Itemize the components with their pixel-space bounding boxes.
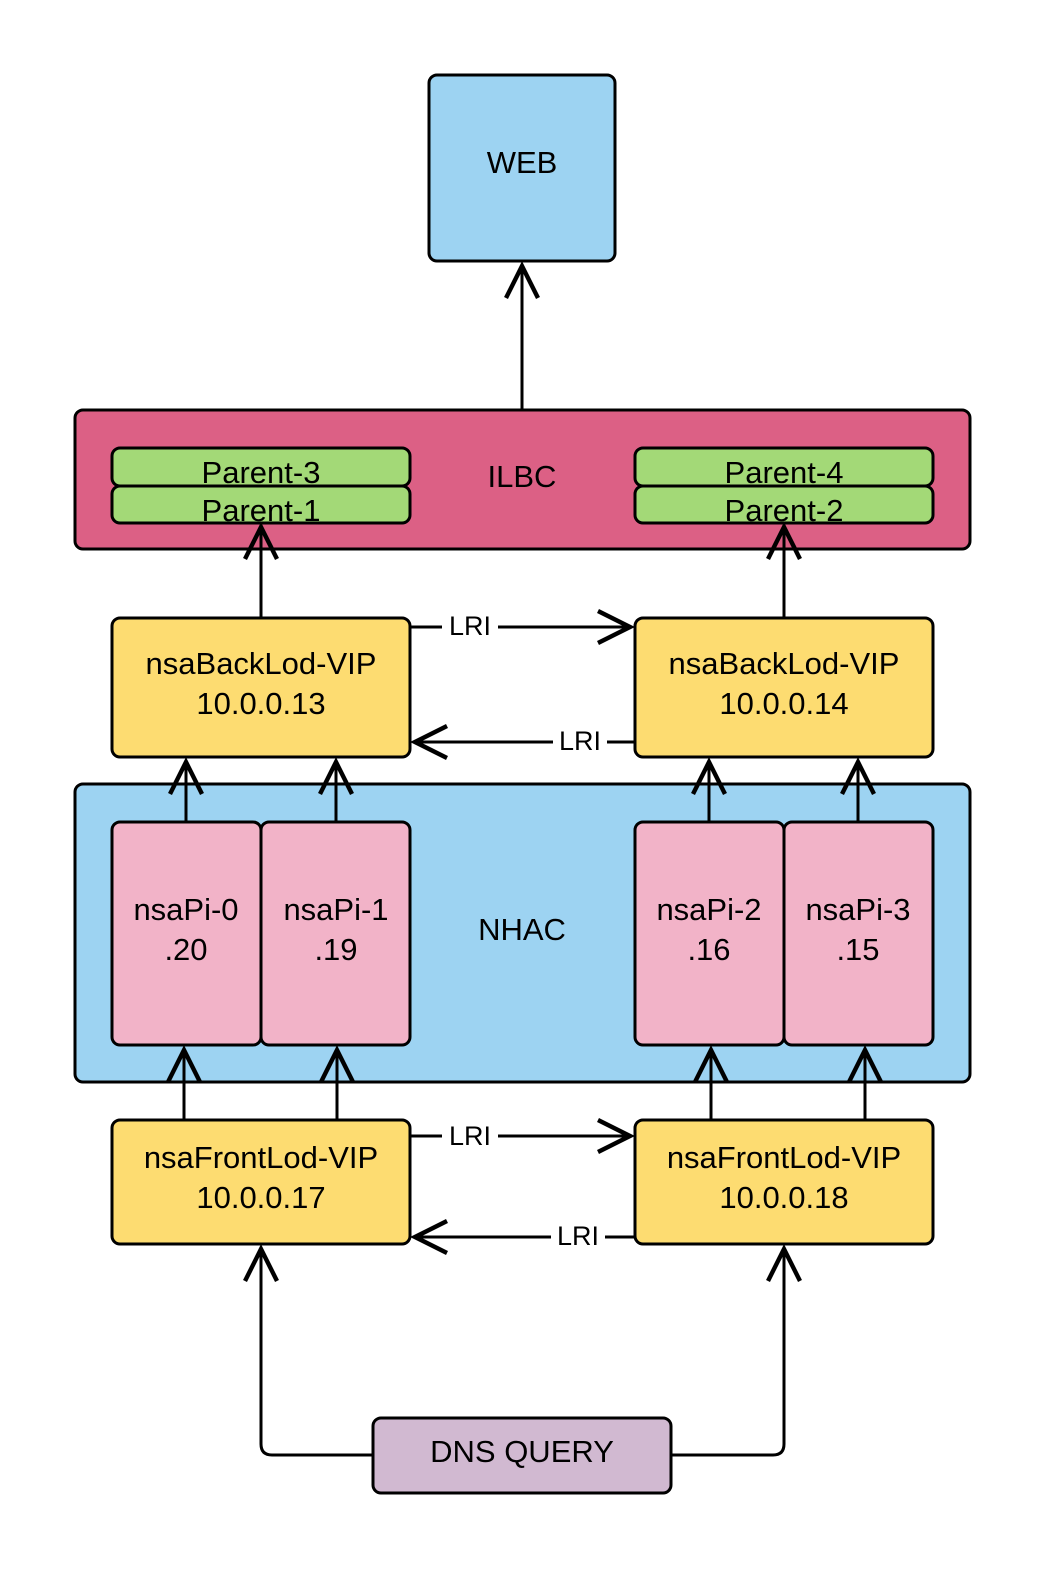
backlod-vip-1-ip: 10.0.0.13 xyxy=(196,686,325,721)
nsapi-1-ip: .19 xyxy=(314,932,357,967)
dns-query-label: DNS QUERY xyxy=(430,1434,614,1469)
parent-1-label: Parent-1 xyxy=(202,493,321,528)
backlod-vip-1-box xyxy=(110,616,412,759)
backlod-vip-2-ip: 10.0.0.14 xyxy=(719,686,848,721)
web-box xyxy=(427,73,617,263)
back-lri-forward-edge: LRI xyxy=(410,611,630,641)
front-lri-forward-label: LRI xyxy=(449,1121,491,1151)
parent-2-node: Parent-2 xyxy=(633,484,935,528)
web-label: WEB xyxy=(487,145,558,180)
frontlod-vip-1-ip: 10.0.0.17 xyxy=(196,1180,325,1215)
back-lri-backward-label: LRI xyxy=(559,726,601,756)
parent-4-label: Parent-4 xyxy=(725,455,844,490)
nsapi-0-ip: .20 xyxy=(164,932,207,967)
backlod-vip-2-node: nsaBackLod-VIP 10.0.0.14 xyxy=(633,616,935,759)
parent-3-label: Parent-3 xyxy=(202,455,321,490)
frontlod-vip-1-name: nsaFrontLod-VIP xyxy=(144,1140,378,1175)
nsapi-3-box xyxy=(782,820,935,1047)
frontlod-vip-2-box xyxy=(633,1118,935,1246)
nsapi-1-name: nsaPi-1 xyxy=(283,892,388,927)
backlod-vip-2-name: nsaBackLod-VIP xyxy=(669,646,900,681)
back-lri-backward-edge: LRI xyxy=(415,726,635,756)
nhac-label: NHAC xyxy=(478,912,566,947)
nsapi-2-name: nsaPi-2 xyxy=(656,892,761,927)
nsapi-0-name: nsaPi-0 xyxy=(133,892,238,927)
back-lri-forward-label: LRI xyxy=(449,611,491,641)
frontlod-vip-1-box xyxy=(110,1118,412,1246)
ilbc-label: ILBC xyxy=(488,459,557,494)
nsapi-0-node: nsaPi-0 .20 xyxy=(110,820,263,1047)
parent-1-node: Parent-1 xyxy=(110,484,412,528)
arrow-dns-to-front1 xyxy=(261,1249,373,1457)
dns-query-box xyxy=(371,1416,673,1495)
backlod-vip-2-box xyxy=(633,616,935,759)
nsapi-2-ip: .16 xyxy=(687,932,730,967)
nsapi-3-ip: .15 xyxy=(836,932,879,967)
frontlod-vip-2-name: nsaFrontLod-VIP xyxy=(667,1140,901,1175)
nsapi-2-node: nsaPi-2 .16 xyxy=(633,820,786,1047)
front-lri-backward-edge: LRI xyxy=(415,1221,635,1251)
backlod-vip-1-name: nsaBackLod-VIP xyxy=(146,646,377,681)
frontlod-vip-2-node: nsaFrontLod-VIP 10.0.0.18 xyxy=(633,1118,935,1246)
dns-query-node: DNS QUERY xyxy=(371,1416,673,1495)
web-node: WEB xyxy=(427,73,617,263)
parent-3-node: Parent-3 xyxy=(110,446,412,490)
parent-4-node: Parent-4 xyxy=(633,446,935,490)
front-lri-backward-label: LRI xyxy=(557,1221,599,1251)
nsapi-3-node: nsaPi-3 .15 xyxy=(782,820,935,1047)
parent-2-label: Parent-2 xyxy=(725,493,844,528)
nsapi-1-box xyxy=(259,820,412,1047)
frontlod-vip-1-node: nsaFrontLod-VIP 10.0.0.17 xyxy=(110,1118,412,1246)
frontlod-vip-2-ip: 10.0.0.18 xyxy=(719,1180,848,1215)
backlod-vip-1-node: nsaBackLod-VIP 10.0.0.13 xyxy=(110,616,412,759)
nsapi-1-node: nsaPi-1 .19 xyxy=(259,820,412,1047)
front-lri-forward-edge: LRI xyxy=(410,1121,630,1151)
nsapi-3-name: nsaPi-3 xyxy=(805,892,910,927)
arrow-dns-to-front2 xyxy=(671,1249,784,1457)
